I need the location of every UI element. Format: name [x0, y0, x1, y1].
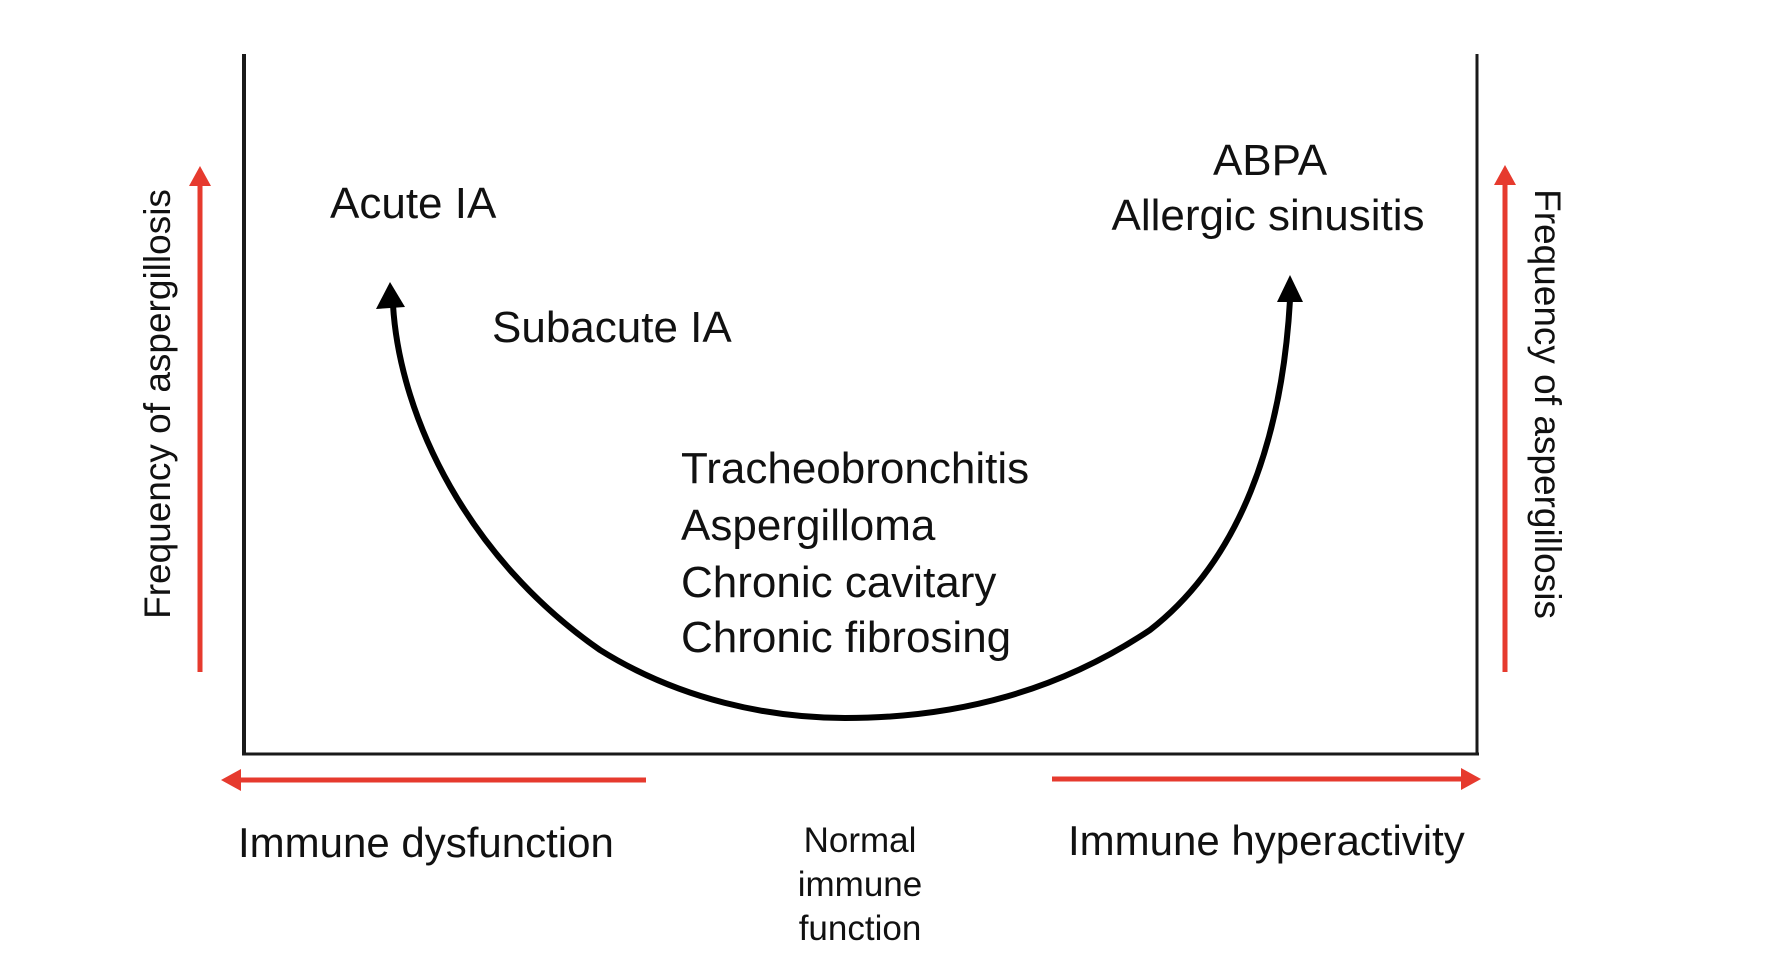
arrow-up-icon	[1494, 165, 1516, 185]
allergic-sinusitis-label: Allergic sinusitis	[1112, 191, 1425, 240]
immune-dysfunction-arrow	[221, 769, 646, 791]
chronic-fibrosing-label: Chronic fibrosing	[681, 613, 1011, 662]
chronic-cavitary-label: Chronic cavitary	[681, 558, 996, 607]
arrow-right-icon	[1461, 768, 1481, 790]
right-y-axis-label: Frequency of aspergillosis	[1527, 189, 1568, 619]
arrow-up-icon	[1277, 275, 1303, 302]
immune-hyperactivity-arrow	[1052, 768, 1481, 790]
right-frequency-arrow	[1494, 165, 1516, 672]
normal-immune-function-line-1: Normal	[804, 821, 917, 860]
normal-immune-function-line-2: immune	[798, 865, 922, 904]
left-frequency-arrow	[189, 166, 211, 672]
normal-immune-function-line-3: function	[799, 909, 922, 948]
u-curve-path	[390, 299, 1293, 722]
abpa-label: ABPA	[1213, 136, 1328, 185]
chronic-forms-label-group: Tracheobronchitis Aspergilloma Chronic c…	[681, 444, 1029, 662]
aspergilloma-label: Aspergilloma	[681, 501, 936, 550]
arrow-left-icon	[221, 769, 241, 791]
acute-ia-label: Acute IA	[330, 179, 497, 228]
arrow-up-icon	[376, 282, 405, 309]
arrow-up-icon	[189, 166, 211, 186]
immune-hyperactivity-label: Immune hyperactivity	[1068, 817, 1465, 864]
normal-immune-function-label: Normal immune function	[798, 821, 922, 948]
immune-spectrum-u-curve	[376, 275, 1303, 722]
tracheobronchitis-label: Tracheobronchitis	[681, 444, 1029, 493]
subacute-ia-label: Subacute IA	[492, 303, 732, 352]
immune-dysfunction-label: Immune dysfunction	[238, 819, 614, 866]
left-y-axis-label: Frequency of aspergillosis	[137, 189, 178, 619]
